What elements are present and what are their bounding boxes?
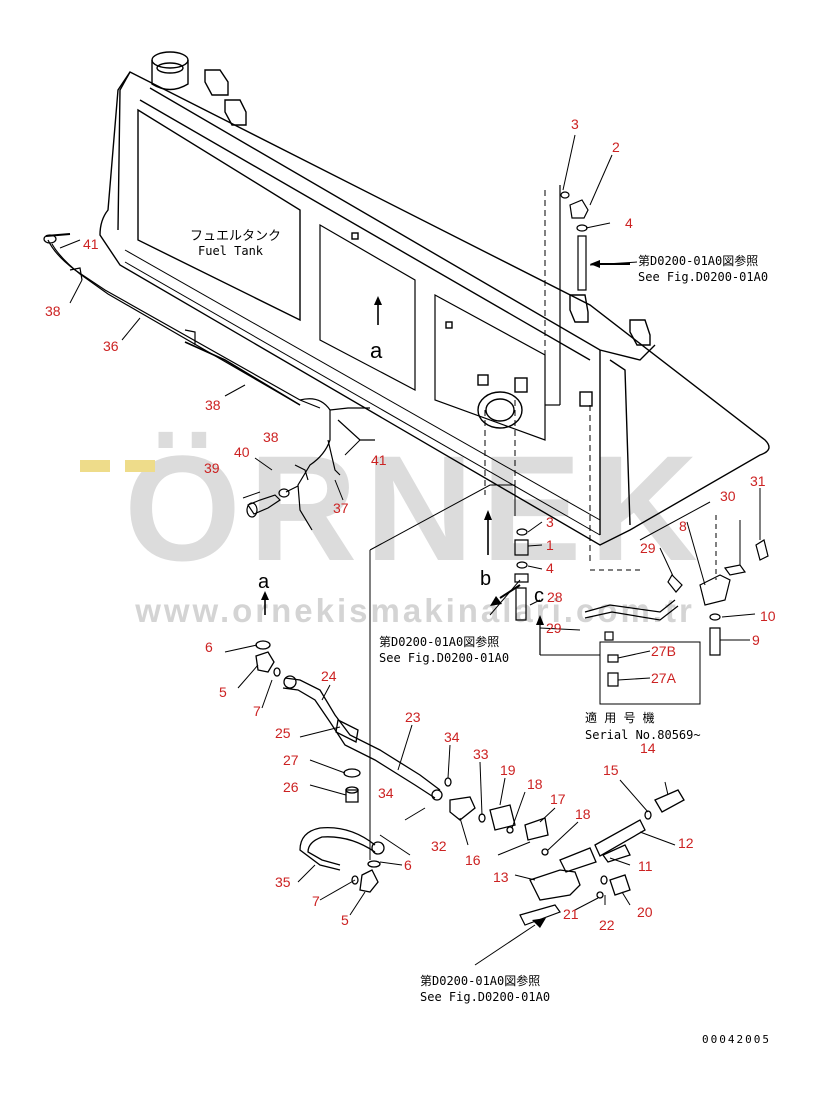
callout-38: 38 [263,429,279,445]
svg-text:a: a [258,571,270,593]
view-marker-a-bottom: a [258,571,270,615]
leader-dashed [590,515,717,580]
callout-3: 3 [571,116,579,132]
callout-20: 20 [637,904,653,920]
ref-arrow-top [590,260,630,268]
callout-28: 28 [547,589,563,605]
serial-note-en: Serial No.80569~ [585,728,701,742]
drawing-code: 00042005 [702,1033,771,1046]
callout-23: 23 [405,709,421,725]
callout-18: 18 [527,776,543,792]
callout-13: 13 [493,869,509,885]
ref-note-mid-jp: 第D0200-01A0図参照 [379,634,499,649]
bolt-39 [246,485,299,518]
view-box-b [369,484,516,860]
callout-10: 10 [760,608,776,624]
callout-41: 41 [83,236,99,252]
callout-16: 16 [465,852,481,868]
watermark-url: www.ornekismakinalari.com.tr [134,592,695,629]
ref-note-bottom-jp: 第D0200-01A0図参照 [420,973,540,988]
callout-6: 6 [205,639,213,655]
callout-30: 30 [720,488,736,504]
ref-note-bottom-en: See Fig.D0200-01A0 [420,990,550,1004]
callout-1: 1 [546,537,554,553]
callout-11: 11 [638,858,653,874]
callout-27: 27 [283,752,299,768]
callout-32: 32 [431,838,447,854]
callout-5: 5 [341,912,349,928]
callout-31: 31 [750,473,766,489]
watermark: ÖRNEK www.ornekismakinalari.com.tr [80,424,706,629]
callout-27B: 27B [651,643,676,659]
callout-25: 25 [275,725,291,741]
watermark-logo: ÖRNEK [124,424,706,592]
callout-17: 17 [550,791,566,807]
ref-arrow-bottom [474,904,561,966]
callout-4: 4 [625,215,633,231]
callout-4: 4 [546,560,554,576]
ref-note-mid-en: See Fig.D0200-01A0 [379,651,509,665]
callout-33: 33 [473,746,489,762]
callout-18: 18 [575,806,591,822]
callout-29: 29 [640,540,656,556]
callout-6: 6 [404,857,412,873]
serial-note-jp: 適 用 号 機 [585,710,655,725]
callout-34: 34 [378,785,394,801]
callout-14: 14 [640,740,656,756]
svg-text:b: b [480,568,491,590]
tank-label-jp: フュエルタンク [190,229,281,244]
callout-38: 38 [205,397,221,413]
callout-36: 36 [103,338,119,354]
callout-7: 7 [312,893,320,909]
leader-lines-lower [224,644,676,916]
fittings-right [514,185,769,687]
watermark-dot-1 [80,460,110,472]
watermark-dot-2 [125,460,155,472]
callout-5: 5 [219,684,227,700]
view-marker-c: c [534,585,600,656]
callout-2: 2 [612,139,620,155]
reference-notes: 第D0200-01A0図参照 See Fig.D0200-01A0 第D0200… [379,253,771,1046]
callout-9: 9 [752,632,760,648]
callout-37: 37 [333,500,349,516]
callout-19: 19 [500,762,516,778]
callout-12: 12 [678,835,694,851]
view-marker-a-top: a [370,296,383,363]
ref-note-top-en: See Fig.D0200-01A0 [638,270,768,284]
callout-21: 21 [563,906,579,922]
callout-22: 22 [599,917,615,933]
callouts: 3 2 4 41 38 36 38 38 40 39 41 37 3 1 29 … [45,116,776,933]
callout-38: 38 [45,303,61,319]
callout-26: 26 [283,779,299,795]
callout-40: 40 [234,444,250,460]
callout-24: 24 [321,668,337,684]
callout-27A: 27A [651,670,677,686]
svg-text:c: c [534,585,544,607]
callout-39: 39 [204,460,220,476]
view-marker-b: b [480,510,492,590]
callout-34: 34 [444,729,460,745]
tank-label-en: Fuel Tank [198,244,264,258]
ref-arrow-mid [490,584,521,606]
callout-7: 7 [253,703,261,719]
callout-8: 8 [679,518,687,534]
leader-lines [59,134,761,681]
callout-35: 35 [275,874,291,890]
svg-text:a: a [370,338,383,363]
callout-41: 41 [371,452,387,468]
callout-29: 29 [546,620,562,636]
fuel-tank [99,51,770,546]
lower-hose-assembly [255,640,685,901]
callout-15: 15 [603,762,619,778]
ref-note-top-jp: 第D0200-01A0図参照 [638,253,758,268]
callout-3: 3 [546,514,554,530]
serial-box [599,641,701,705]
